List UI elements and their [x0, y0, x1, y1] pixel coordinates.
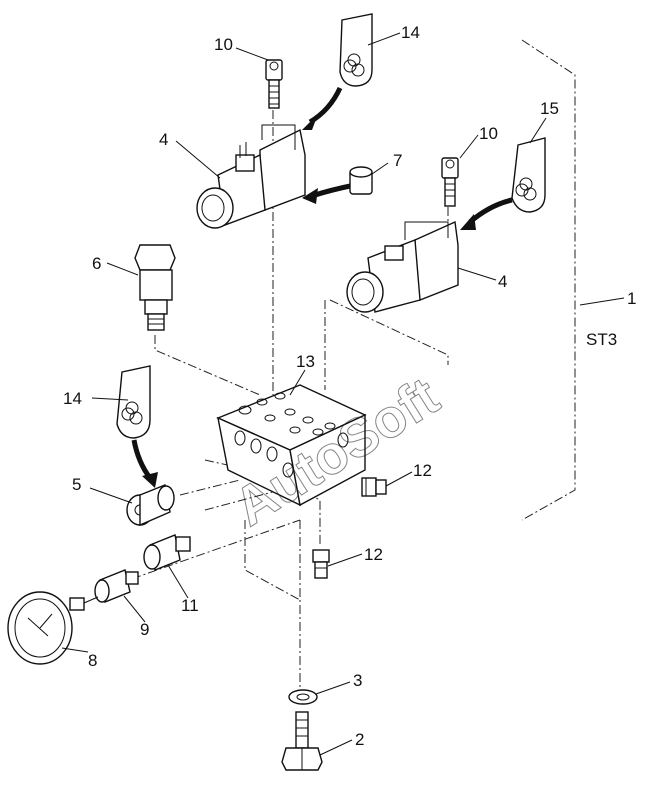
- callout-10-right: 10: [479, 124, 498, 143]
- part-fitting-right: [361, 477, 387, 497]
- part-warning-tag-right: [511, 137, 546, 213]
- part-pressure-gauge: [7, 591, 99, 665]
- assembly-label: ST3: [586, 330, 617, 349]
- callout-7: 7: [393, 151, 402, 170]
- callout-9: 9: [140, 620, 149, 639]
- callout-labels: 10 14 4 7 10 15 6 4 1 ST3 13 14 12 5 12 …: [63, 23, 636, 749]
- callout-12-lower: 12: [364, 545, 383, 564]
- part-manifold-block: [216, 384, 367, 507]
- part-cap-screw-right: [441, 157, 459, 207]
- part-washer: [288, 689, 318, 705]
- part-solenoid-valve-upper: [196, 124, 306, 229]
- callout-14-upper: 14: [401, 23, 420, 42]
- part-relief-valve: [134, 244, 176, 331]
- callout-13: 13: [296, 352, 315, 371]
- callout-12-right: 12: [413, 461, 432, 480]
- callout-1: 1: [627, 289, 636, 308]
- part-solenoid-valve-right: [346, 220, 459, 313]
- part-gauge-connector: [94, 569, 139, 603]
- callout-10-upper: 10: [214, 35, 233, 54]
- part-fitting-lower: [312, 549, 330, 579]
- callout-14-right: 15: [540, 99, 559, 118]
- part-sleeve: [349, 166, 373, 195]
- callout-6: 6: [92, 254, 101, 273]
- callout-11: 11: [181, 596, 199, 615]
- callout-15: 14: [63, 389, 82, 408]
- assembly-arrows: [131, 86, 513, 488]
- callout-3: 3: [353, 671, 362, 690]
- callout-8: 8: [88, 651, 97, 670]
- part-cap-screw-upper: [265, 59, 283, 109]
- leader-lines: [61, 32, 625, 756]
- callout-5: 5: [72, 475, 81, 494]
- part-hex-bolt: [281, 711, 323, 771]
- callout-4-right: 4: [498, 272, 507, 291]
- callout-2: 2: [355, 730, 364, 749]
- part-warning-tag-upper: [339, 13, 373, 87]
- part-adapter: [143, 534, 191, 571]
- part-warning-tag-left: [116, 365, 151, 439]
- callout-4-upper: 4: [159, 130, 168, 149]
- part-plug: [126, 484, 175, 527]
